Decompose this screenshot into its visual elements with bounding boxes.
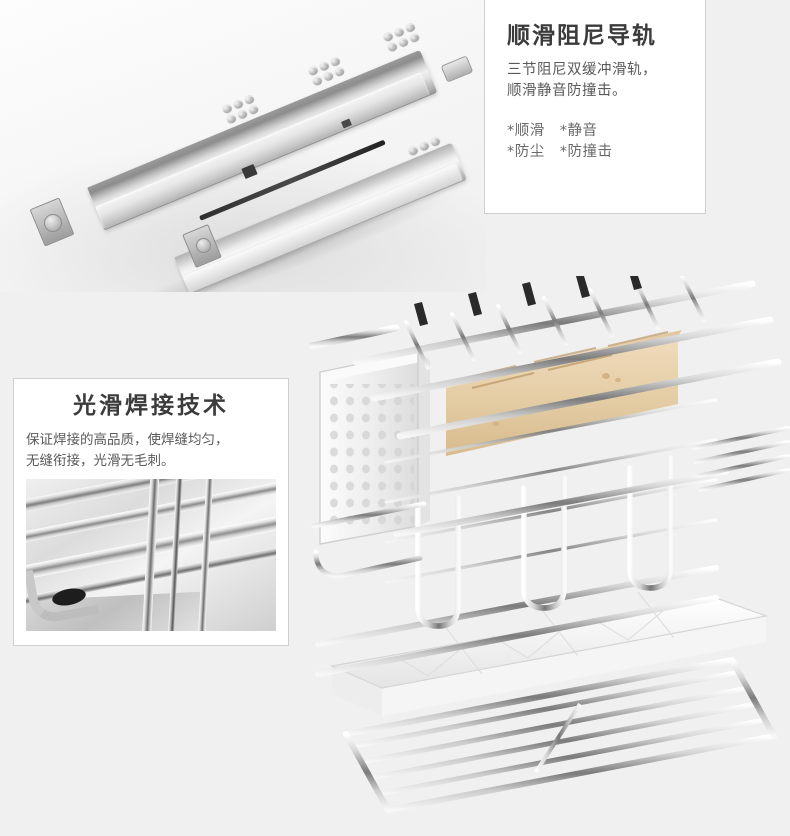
welding-info-card: 光滑焊接技术 保证焊接的高品质，使焊缝均匀， 无缝衔接，光滑无毛刺。 — [13, 378, 289, 646]
weld-detail-photo — [26, 479, 276, 632]
basket-lower-rails — [315, 565, 719, 677]
basket-front-mesh — [390, 366, 682, 608]
bottom-wire-shelf — [351, 669, 767, 797]
slide-rail-photo — [0, 0, 486, 292]
top-grid-wires — [404, 276, 706, 370]
mounting-holes-cluster — [382, 22, 421, 53]
product-basket-photo — [296, 276, 790, 836]
welding-card-subtitle: 保证焊接的高品质，使焊缝均匀， 无缝衔接，光滑无毛刺。 — [26, 431, 229, 469]
slide-rail-card-subtitle: 三节阻尼双缓冲滑轨， 顺滑静音防撞击。 — [507, 61, 657, 100]
right-side-shelf — [692, 426, 790, 492]
rail-end-pivot — [196, 238, 211, 253]
basket-front-mesh-horizontal — [384, 398, 718, 584]
side-support-bar — [393, 469, 729, 537]
bottom-shelf-frame — [343, 657, 777, 813]
top-rail-clips — [414, 276, 642, 326]
corner-posts — [314, 308, 778, 836]
inner-posts — [489, 537, 691, 749]
cup-cradle — [311, 501, 427, 579]
slide-rail-card-title: 顺滑阻尼导轨 — [507, 23, 657, 49]
rail-end-pivot — [44, 214, 62, 232]
slide-rail-card-features: *顺滑 *静音 *防尘 *防撞击 — [507, 123, 613, 161]
rail-tip — [440, 55, 474, 83]
slide-rail-info-card: 顺滑阻尼导轨 三节阻尼双缓冲滑轨， 顺滑静音防撞击。 *顺滑 *静音 *防尘 *… — [484, 0, 706, 214]
welding-card-title: 光滑焊接技术 — [73, 393, 229, 419]
u-shaped-holder-loops — [415, 455, 673, 629]
basket-illustration — [308, 276, 790, 836]
